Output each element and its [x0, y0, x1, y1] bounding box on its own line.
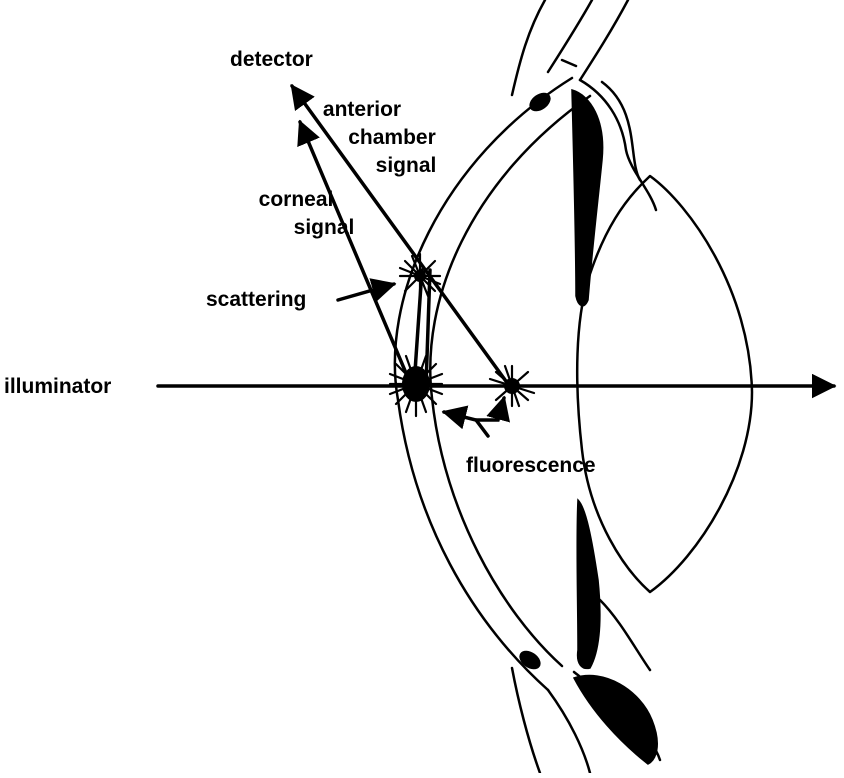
fluorescence-pointer-right — [476, 398, 504, 420]
ciliary-body-lower — [574, 676, 657, 764]
fluorescence-pointer-left — [444, 412, 488, 436]
lens — [577, 176, 752, 592]
anterior-chamber-fluorescence-burst — [490, 366, 534, 406]
anterior-chamber-label-line-2: chamber — [348, 126, 436, 149]
limbus-marker-bottom — [517, 648, 543, 672]
illuminator-label: illuminator — [4, 375, 111, 398]
anterior-chamber-label-line-3: signal — [376, 154, 437, 177]
iris-lower — [577, 500, 600, 668]
anterior-chamber-label-line-1: anterior — [323, 98, 401, 121]
iris-upper — [572, 90, 603, 306]
fluorescence-label: fluorescence — [466, 454, 596, 477]
scattering-pointer — [338, 284, 394, 300]
scattering-burst — [400, 254, 440, 298]
detector-label: detector — [230, 48, 313, 71]
corneal-signal-label-line-1: corneal — [259, 188, 334, 211]
scattering-label: scattering — [206, 288, 306, 311]
corneal-signal-label-line-2: signal — [294, 216, 355, 239]
